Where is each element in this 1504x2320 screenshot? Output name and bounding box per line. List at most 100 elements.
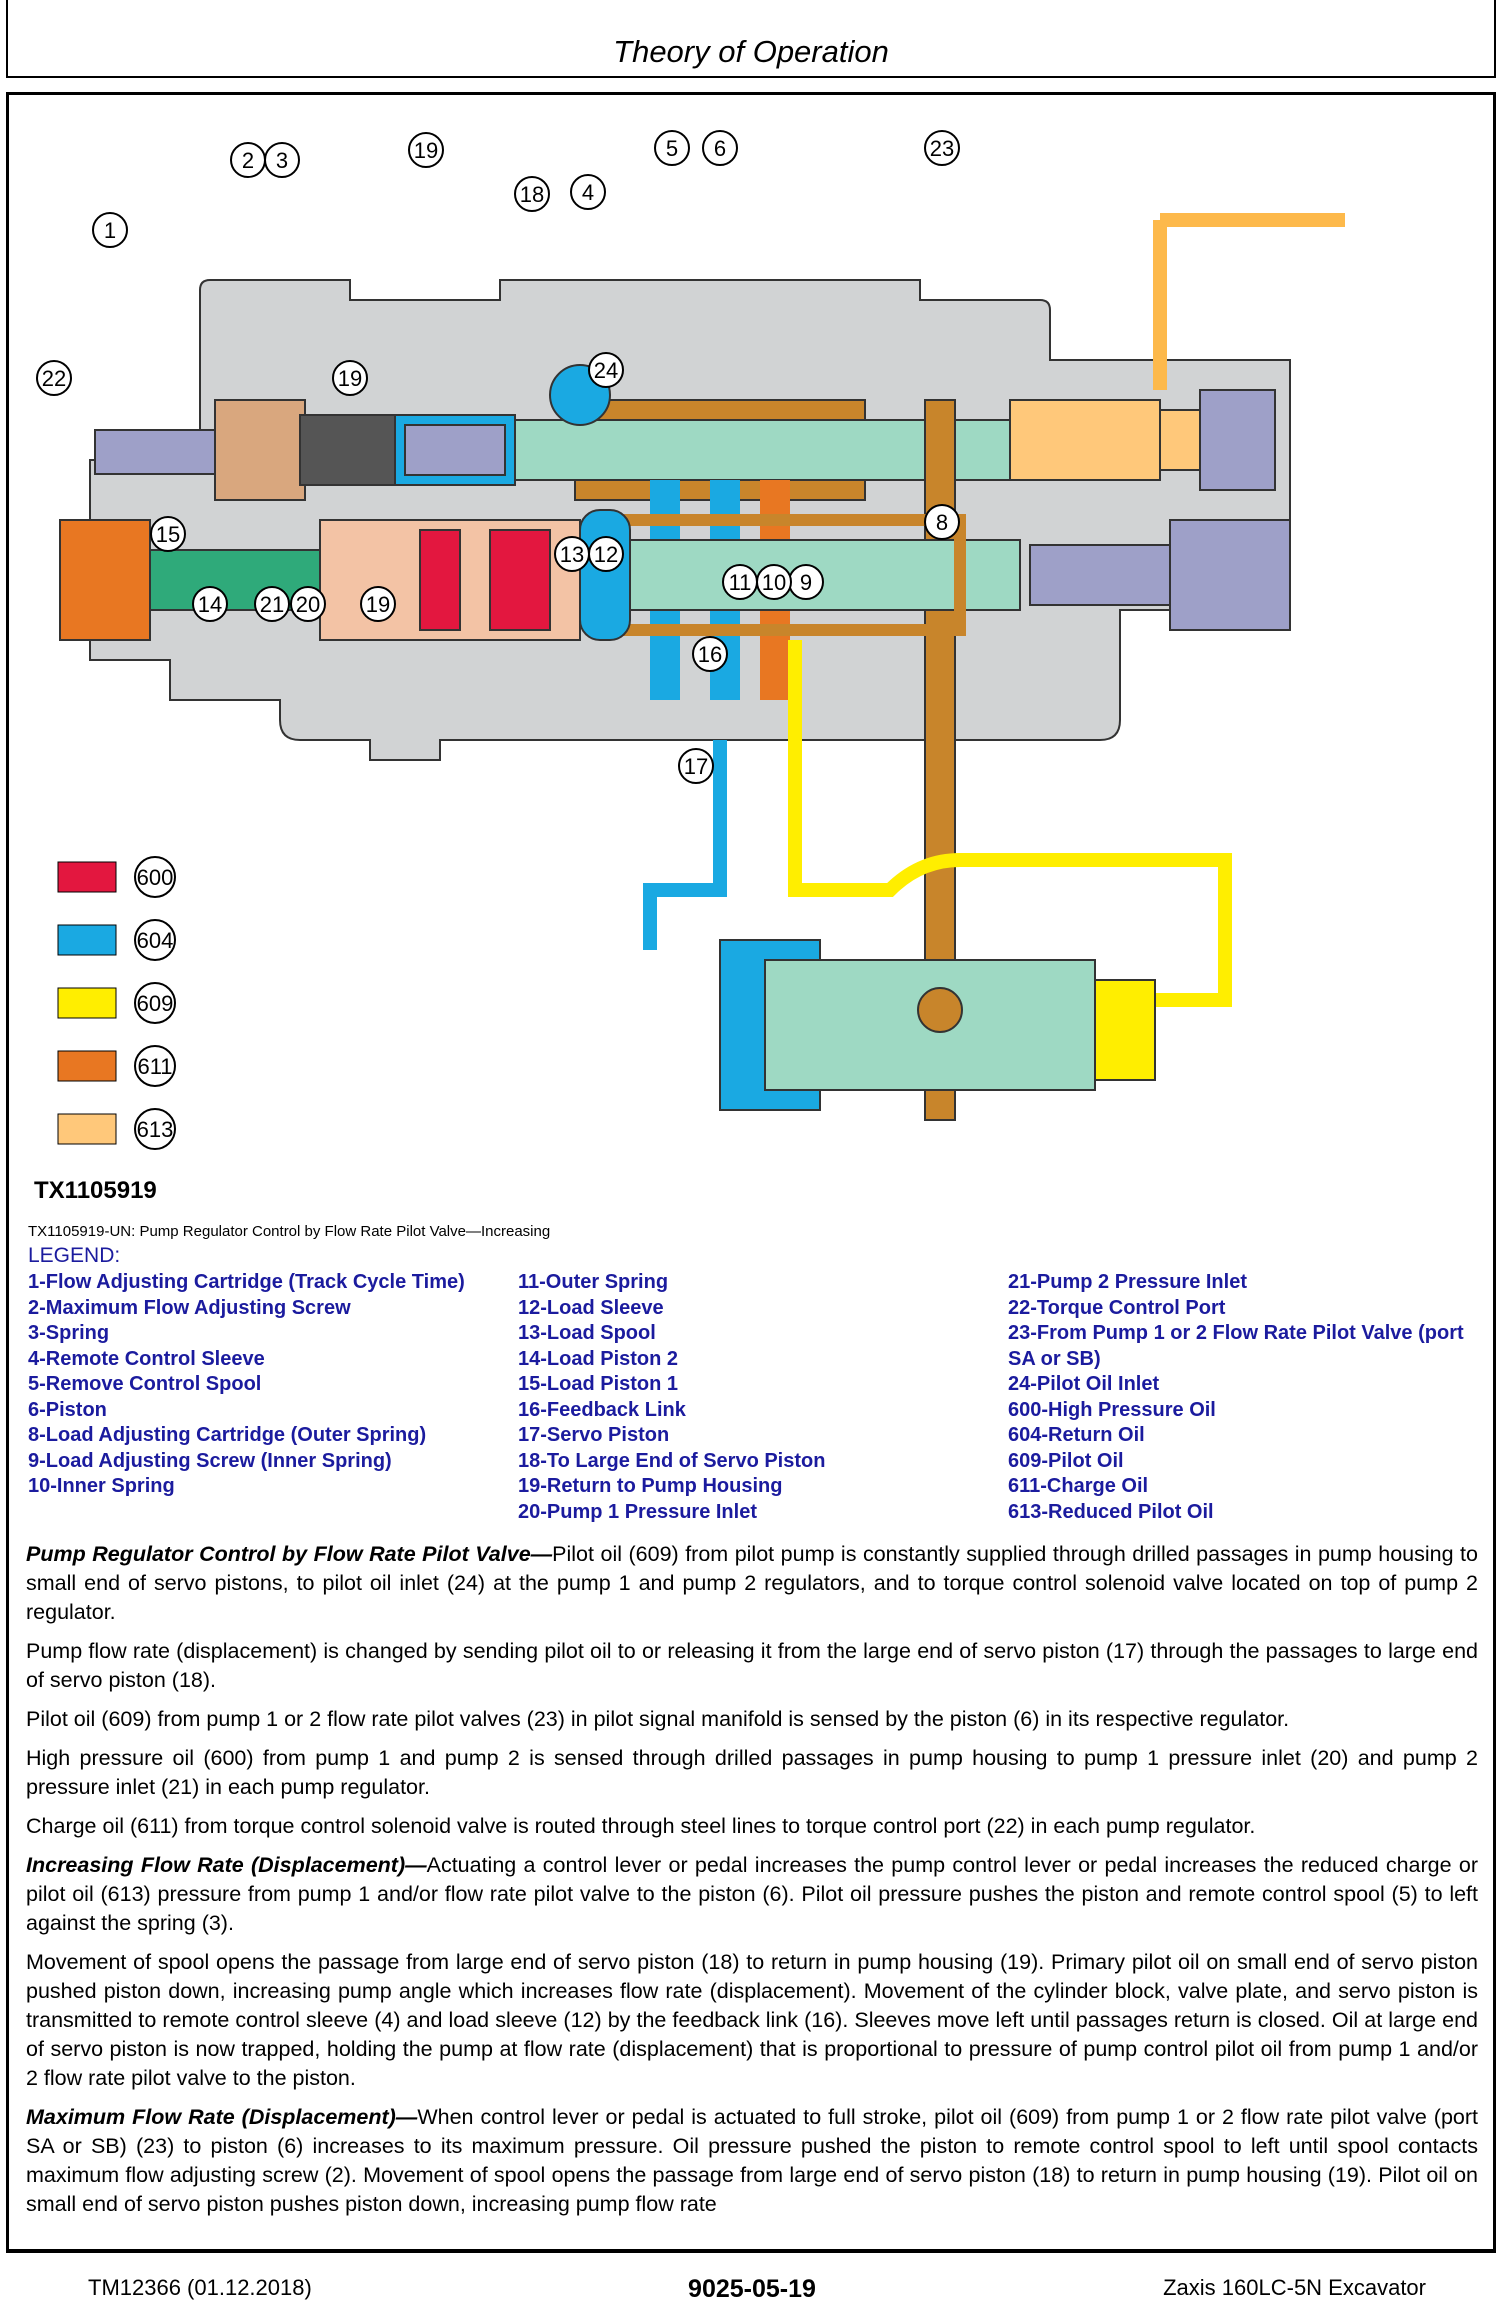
svg-text:17: 17 [684,754,708,779]
callout-11: 11 [722,564,758,600]
svg-text:19: 19 [366,592,390,617]
body-text: Pump Regulator Control by Flow Rate Pilo… [26,1540,1478,2229]
paragraph: High pressure oil (600) from pump 1 and … [26,1746,1478,1799]
callout-15: 15 [150,516,186,552]
max-flow-screw-2 [299,414,396,486]
pilot-line-23 [1153,213,1345,390]
figure-caption: TX1105919-UN: Pump Regulator Control by … [28,1223,551,1240]
svg-text:24: 24 [594,358,618,383]
color-key-609: 609 [134,982,176,1024]
callout-18: 18 [514,176,550,212]
color-key-code: 611 [137,1054,172,1079]
svg-text:16: 16 [698,642,722,667]
callout-17: 17 [678,748,714,784]
legend-item: 1-Flow Adjusting Cartridge (Track Cycle … [28,1271,465,1293]
color-key-604: 604 [134,919,176,961]
svg-text:1: 1 [104,218,116,243]
legend-item: 609-Pilot Oil [1008,1449,1124,1472]
callout-1: 1 [92,212,128,248]
svg-text:10: 10 [762,570,786,595]
pump1-inlet-20 [489,529,551,631]
pilot-line-609 [788,640,1232,1007]
paragraph: Maximum Flow Rate (Displacement)—When co… [26,2103,1478,2219]
svg-text:19: 19 [414,138,438,163]
legend-item: 9-Load Adjusting Screw (Inner Spring) [28,1449,392,1472]
swatch-609 [57,987,117,1019]
paragraph: Charge oil (611) from torque control sol… [26,1814,1256,1838]
legend-item: 600-High Pressure Oil [1008,1398,1216,1421]
callout-6: 6 [702,130,738,166]
return-port-19-low [579,509,631,641]
svg-text:5: 5 [666,136,678,161]
legend-item: 604-Return Oil [1008,1424,1145,1446]
legend-item: 4-Remote Control Sleeve [28,1347,265,1370]
svg-text:2: 2 [242,148,254,173]
content-frame [6,92,1496,2252]
swatch-604 [57,924,117,956]
legend-item: 6-Piston [28,1398,107,1421]
legend-item: 20-Pump 1 Pressure Inlet [518,1500,757,1523]
pump2-inlet-21 [419,529,461,631]
legend-item: 613-Reduced Pilot Oil [1008,1500,1214,1523]
page-title: Theory of Operation [613,34,889,69]
legend-column-1: 1-Flow Adjusting Cartridge (Track Cycle … [28,1270,498,1500]
callout-22: 22 [36,360,72,396]
swatch-600 [57,861,117,893]
legend-item: 10-Inner Spring [28,1475,175,1497]
legend-item: 21-Pump 2 Pressure Inlet [1008,1271,1247,1293]
legend-item: 16-Feedback Link [518,1398,686,1421]
callout-19: 19 [332,360,368,396]
callout-10: 10 [756,564,792,600]
legend-item: 23-From Pump 1 or 2 Flow Rate Pilot Valv… [1008,1322,1464,1370]
svg-text:3: 3 [276,148,288,173]
svg-text:14: 14 [198,592,222,617]
footer-manual-id: TM12366 (01.12.2018) [88,2275,312,2300]
svg-text:21: 21 [260,592,284,617]
svg-text:6: 6 [714,136,726,161]
footer-rule [6,2251,1496,2253]
legend-item: 24-Pilot Oil Inlet [1008,1373,1160,1395]
legend-item: 2-Maximum Flow Adjusting Screw [28,1296,351,1319]
return-line [643,740,727,950]
spring-3 [404,424,506,476]
callout-23: 23 [924,130,960,166]
callout-3: 3 [264,142,300,178]
svg-text:15: 15 [156,522,180,547]
legend-item: 8-Load Adjusting Cartridge (Outer Spring… [28,1424,427,1446]
flow-cartridge-1 [94,429,216,475]
color-key-613: 613 [134,1108,176,1150]
legend-item: 3-Spring [28,1322,110,1344]
legend-item: 18-To Large End of Servo Piston [518,1449,826,1472]
footer-machine-model: Zaxis 160LC-5N Excavator [1163,2275,1426,2300]
color-key-600: 600 [134,856,176,898]
callout-19: 19 [408,132,444,168]
callout-13: 13 [554,536,590,572]
legend-column-3: 21-Pump 2 Pressure Inlet 22-Torque Contr… [1008,1270,1483,1525]
callout-2: 2 [230,142,266,178]
swatch-613 [57,1113,117,1145]
legend-item: 11-Outer Spring [518,1271,669,1293]
feedback-link-pin [917,987,963,1033]
legend-item: 13-Load Spool [518,1322,656,1344]
legend-column-2: 11-Outer Spring 12-Load Sleeve 13-Load S… [518,1270,988,1525]
legend-item: 17-Servo Piston [518,1424,670,1446]
paragraph: Pump Regulator Control by Flow Rate Pilo… [26,1540,1478,1627]
color-key: 600 604 609 611 613 [57,856,176,1150]
legend-item: 15-Load Piston 1 [518,1373,679,1395]
legend-item: 5-Remove Control Spool [28,1373,262,1395]
paragraph-text: Actuating a control lever or pedal incre… [26,1853,1478,1935]
legend-item: 14-Load Piston 2 [518,1347,679,1370]
color-key-code: 600 [137,865,174,890]
svg-text:22: 22 [42,366,66,391]
paragraph: Increasing Flow Rate (Displacement)—Actu… [26,1851,1478,1938]
callout-9: 9 [788,564,824,600]
callout-24: 24 [588,352,624,388]
svg-text:23: 23 [930,136,954,161]
legend-title: LEGEND: [28,1244,121,1267]
legend-item: 611-Charge Oil [1008,1475,1149,1497]
callout-19: 19 [360,586,396,622]
svg-text:4: 4 [582,180,594,205]
color-key-code: 609 [137,991,174,1016]
